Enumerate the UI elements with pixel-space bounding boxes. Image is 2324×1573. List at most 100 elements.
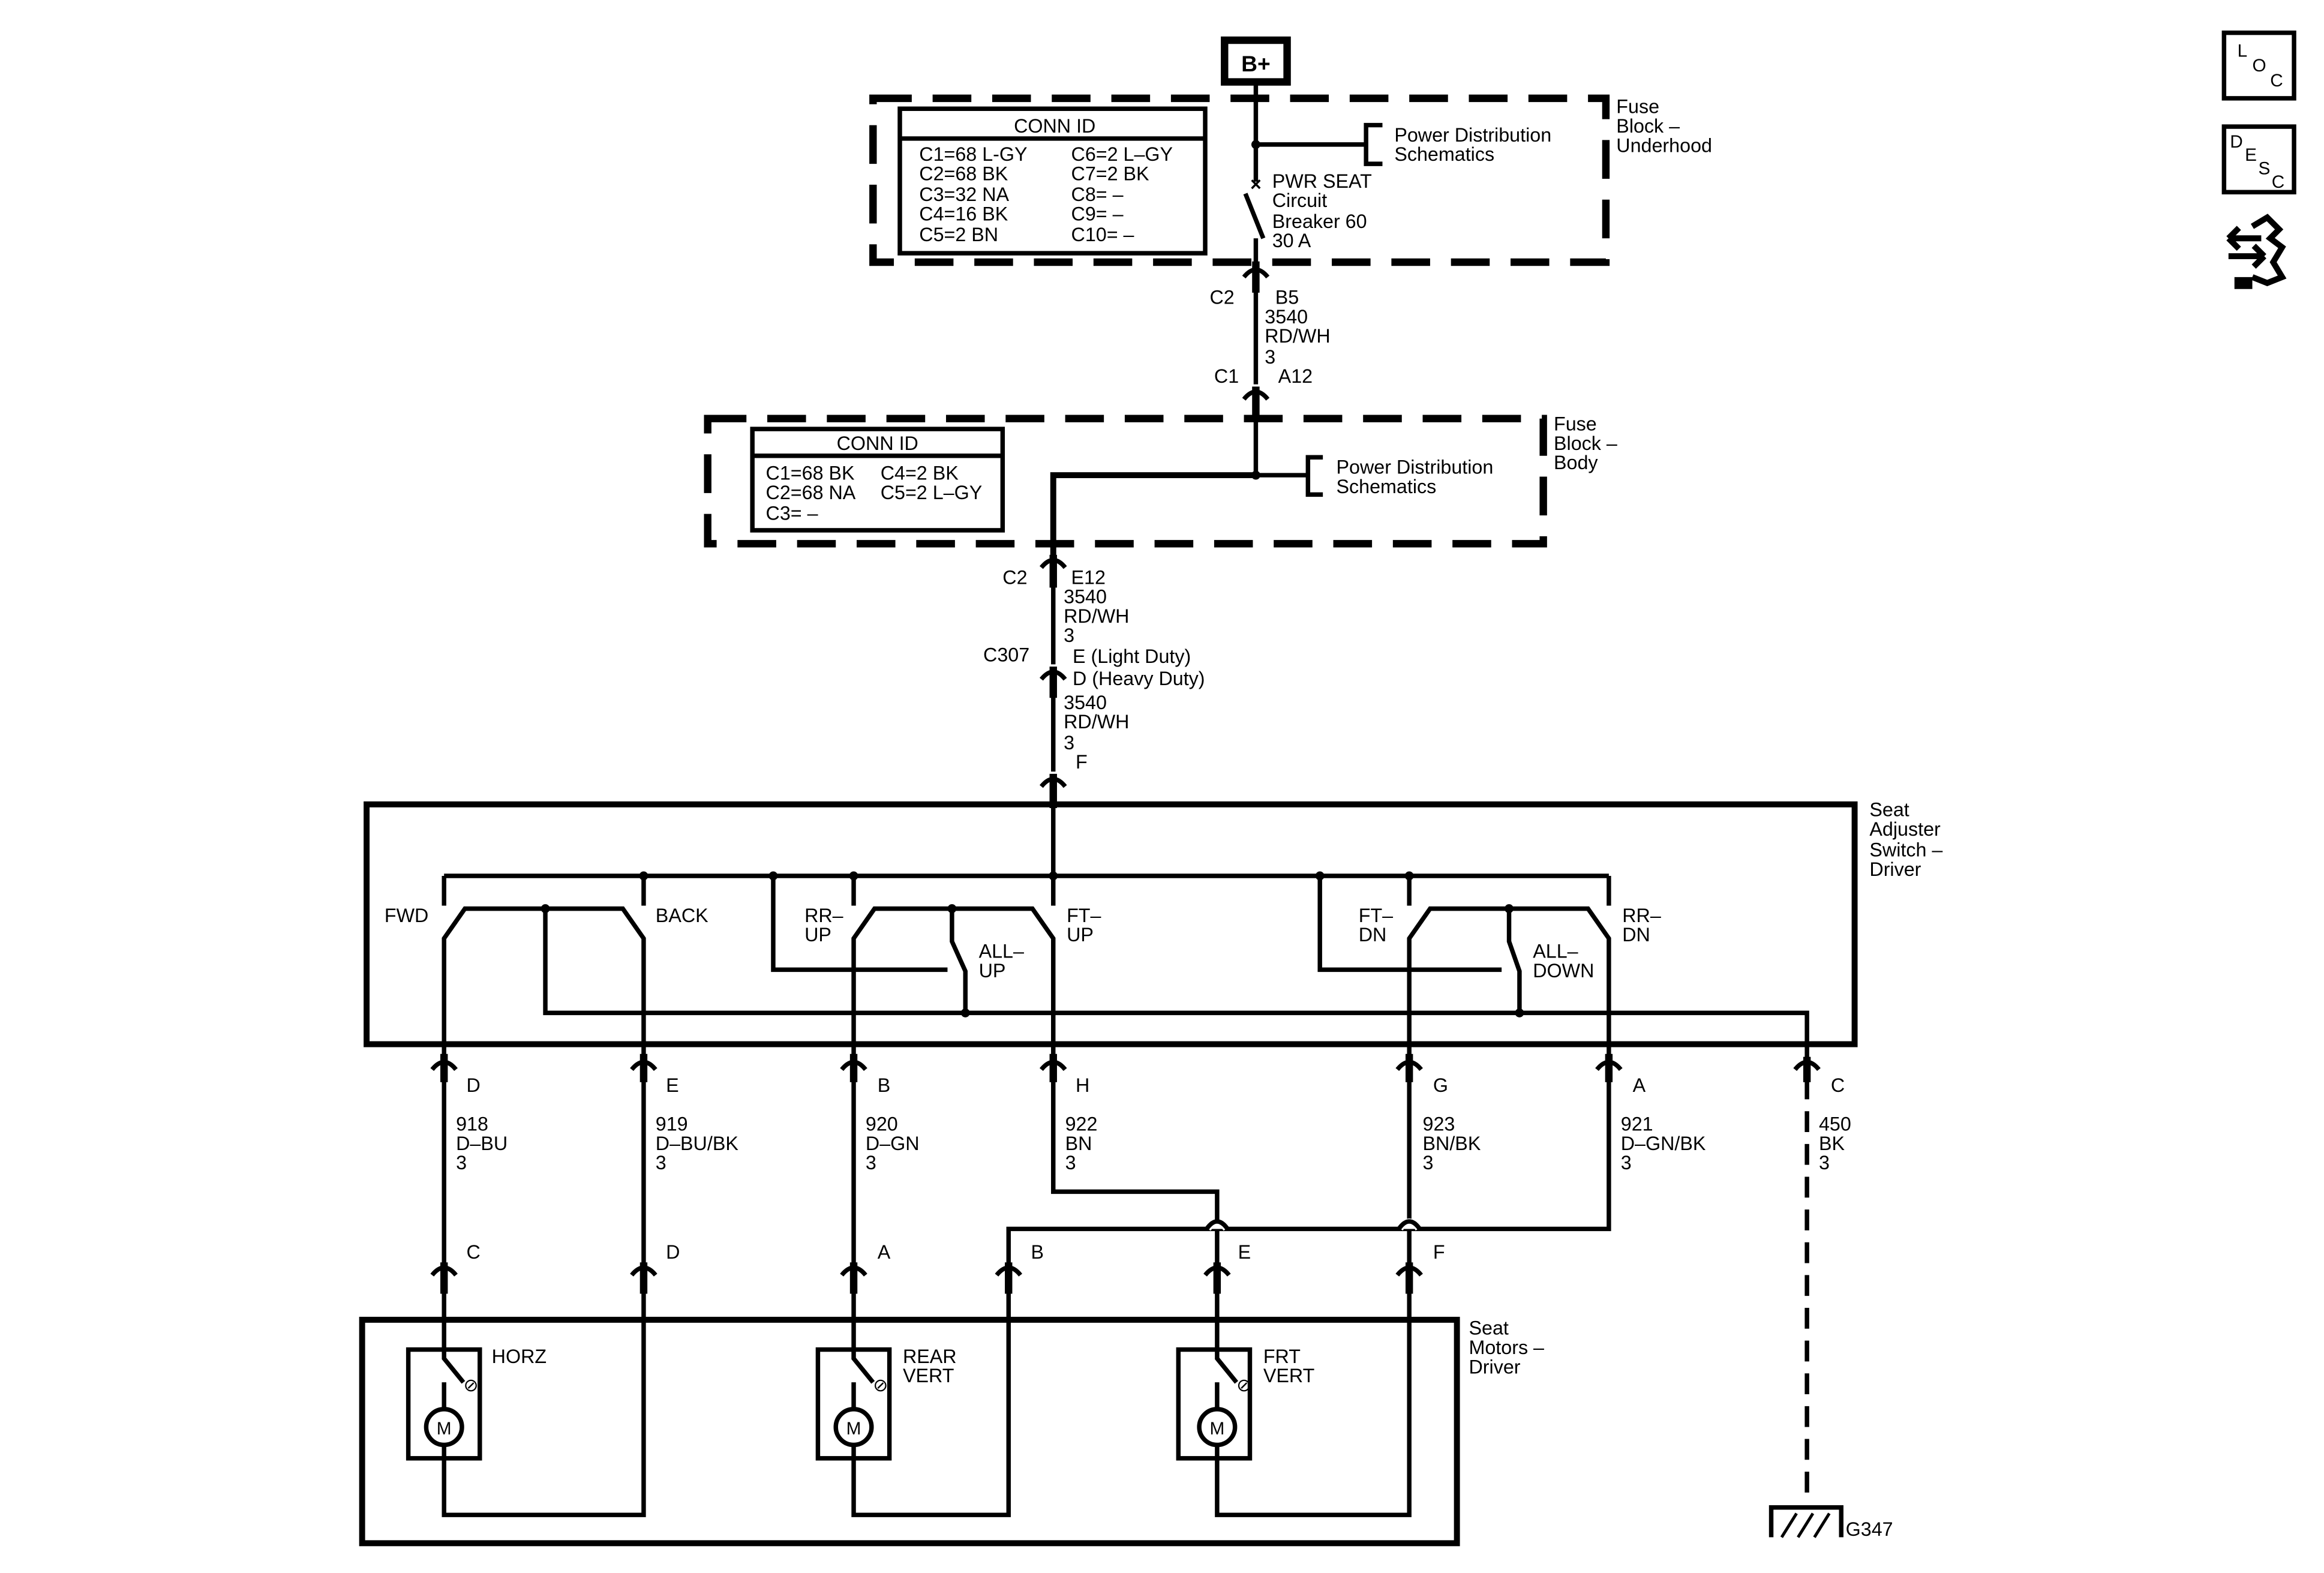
svg-text:B5: B5 [1275, 287, 1299, 308]
svg-text:B: B [878, 1074, 891, 1096]
svg-text:E12: E12 [1071, 566, 1106, 588]
svg-text:Fuse: Fuse [1554, 413, 1597, 435]
connector-arrows-icon[interactable] [2226, 214, 2287, 289]
svg-text:Power Distribution: Power Distribution [1394, 124, 1551, 146]
svg-text:Underhood: Underhood [1616, 134, 1712, 156]
motor-rear-vert: ⊘ M REAR VERT [815, 1290, 1011, 1517]
conn-id-table-underhood: CONN ID C1=68 L-GY C2=68 BK C3=32 NA C4=… [897, 106, 1208, 256]
wire-labels: 918 D–BU 3 919 D–BU/BK 3 920 D–GN 3 922 … [456, 1113, 1851, 1174]
svg-text:C9= –: C9= – [1071, 203, 1124, 224]
svg-text:DOWN: DOWN [1533, 960, 1594, 981]
svg-text:O: O [2253, 56, 2266, 76]
switch-connectors: D E B H G A C [430, 1053, 1845, 1096]
ground-g347: G347 [1768, 1505, 1893, 1540]
svg-text:B: B [1031, 1241, 1044, 1263]
svg-text:D–BU: D–BU [456, 1133, 508, 1154]
svg-text:M: M [1209, 1419, 1224, 1439]
svg-text:HORZ: HORZ [492, 1346, 547, 1367]
svg-text:Power Distribution: Power Distribution [1337, 457, 1494, 478]
svg-text:C2: C2 [1209, 287, 1234, 308]
svg-text:A12: A12 [1278, 365, 1313, 387]
svg-text:E (Light Duty): E (Light Duty) [1073, 646, 1191, 667]
svg-text:PWR SEAT: PWR SEAT [1272, 170, 1372, 192]
seat-adjuster-switch: Seat Adjuster Switch – Driver FWD BACK [364, 799, 1942, 1061]
svg-text:3: 3 [866, 1152, 876, 1173]
svg-text:C6=2 L–GY: C6=2 L–GY [1071, 143, 1173, 165]
svg-text:⊘: ⊘ [1236, 1376, 1251, 1395]
svg-text:C1: C1 [1214, 365, 1239, 387]
svg-text:Breaker 60: Breaker 60 [1272, 211, 1367, 232]
svg-text:B+: B+ [1241, 51, 1271, 76]
svg-text:UP: UP [979, 960, 1006, 981]
svg-text:E: E [2245, 145, 2257, 165]
svg-text:C5=2 L–GY: C5=2 L–GY [881, 482, 983, 503]
svg-text:919: 919 [656, 1113, 688, 1135]
svg-text:Schematics: Schematics [1337, 476, 1437, 497]
svg-text:BN/BK: BN/BK [1423, 1133, 1481, 1154]
loc-icon[interactable]: L O C [2221, 30, 2296, 101]
svg-text:3540: 3540 [1265, 306, 1308, 328]
motor-harness [442, 1078, 1809, 1505]
svg-text:⊘: ⊘ [463, 1376, 478, 1395]
svg-text:30 A: 30 A [1272, 230, 1311, 251]
inline-connector-c307: C307 E (Light Duty) D (Heavy Duty) [983, 644, 1205, 698]
svg-text:Fuse: Fuse [1616, 96, 1659, 118]
svg-text:Adjuster: Adjuster [1869, 818, 1941, 840]
svg-text:C307: C307 [983, 644, 1029, 665]
svg-text:UP: UP [1067, 924, 1094, 945]
svg-text:Block –: Block – [1554, 433, 1617, 454]
svg-text:C2: C2 [1002, 566, 1027, 588]
svg-text:S: S [2258, 159, 2270, 179]
svg-text:3: 3 [1064, 732, 1074, 754]
svg-text:E: E [666, 1074, 679, 1096]
svg-text:VERT: VERT [1263, 1365, 1314, 1386]
svg-text:C1=68 L-GY: C1=68 L-GY [919, 143, 1027, 165]
svg-text:UP: UP [804, 924, 831, 945]
svg-text:FWD: FWD [385, 905, 428, 926]
svg-text:A: A [878, 1241, 891, 1263]
circuit-breaker: × PWR SEAT Circuit Breaker 60 30 A [1243, 144, 1372, 265]
wire-3540-upper: C2 B5 3540 RD/WH 3 C1 A12 [1209, 261, 1331, 421]
svg-text:C: C [2270, 71, 2283, 91]
motor-horz: ⊘ M HORZ [406, 1290, 646, 1517]
svg-text:D: D [666, 1241, 680, 1263]
conn-id-table-body: CONN ID C1=68 BK C2=68 NA C3= – C4=2 BK … [750, 427, 1005, 533]
svg-text:D (Heavy Duty): D (Heavy Duty) [1073, 668, 1205, 689]
svg-text:C4=2 BK: C4=2 BK [881, 463, 959, 484]
svg-text:C5=2 BN: C5=2 BN [919, 224, 998, 245]
svg-text:Schematics: Schematics [1394, 143, 1494, 165]
motor-frt-vert: ⊘ M FRT VERT [1176, 1290, 1412, 1517]
svg-text:CONN ID: CONN ID [837, 433, 918, 454]
svg-text:G: G [1433, 1074, 1448, 1096]
desc-icon[interactable]: D E S C [2221, 124, 2296, 195]
seat-motors: Seat Motors – Driver ⊘ M HORZ ⊘ M REAR V… [359, 1290, 1544, 1547]
svg-text:Driver: Driver [1869, 858, 1921, 880]
svg-text:F: F [1433, 1241, 1445, 1263]
svg-text:C2=68 NA: C2=68 NA [766, 482, 856, 503]
svg-text:Seat: Seat [1869, 799, 1909, 821]
svg-text:Body: Body [1554, 452, 1598, 473]
svg-text:C: C [466, 1241, 480, 1263]
svg-text:BACK: BACK [656, 905, 708, 926]
svg-text:922: 922 [1065, 1113, 1098, 1135]
svg-text:918: 918 [456, 1113, 488, 1135]
svg-text:C7=2 BK: C7=2 BK [1071, 163, 1150, 184]
svg-text:Switch –: Switch – [1869, 839, 1942, 861]
svg-text:3: 3 [1819, 1152, 1830, 1173]
svg-text:C10= –: C10= – [1071, 224, 1134, 245]
fuse-block-underhood: Fuse Block – Underhood CONN ID C1=68 L-G… [869, 82, 1712, 266]
svg-text:3540: 3540 [1064, 692, 1107, 713]
svg-text:3540: 3540 [1064, 586, 1107, 608]
svg-text:Driver: Driver [1469, 1356, 1520, 1377]
svg-text:⊘: ⊘ [873, 1376, 888, 1395]
svg-text:L: L [2238, 41, 2248, 61]
svg-text:ALL–: ALL– [979, 941, 1024, 962]
svg-text:RD/WH: RD/WH [1265, 325, 1330, 347]
svg-text:C2=68 BK: C2=68 BK [919, 163, 1008, 184]
svg-text:RR–: RR– [804, 905, 843, 926]
svg-text:C4=16 BK: C4=16 BK [919, 203, 1008, 224]
svg-text:FT–: FT– [1067, 905, 1101, 926]
svg-text:M: M [437, 1419, 452, 1439]
svg-text:A: A [1633, 1074, 1646, 1096]
svg-text:D: D [2230, 132, 2243, 152]
